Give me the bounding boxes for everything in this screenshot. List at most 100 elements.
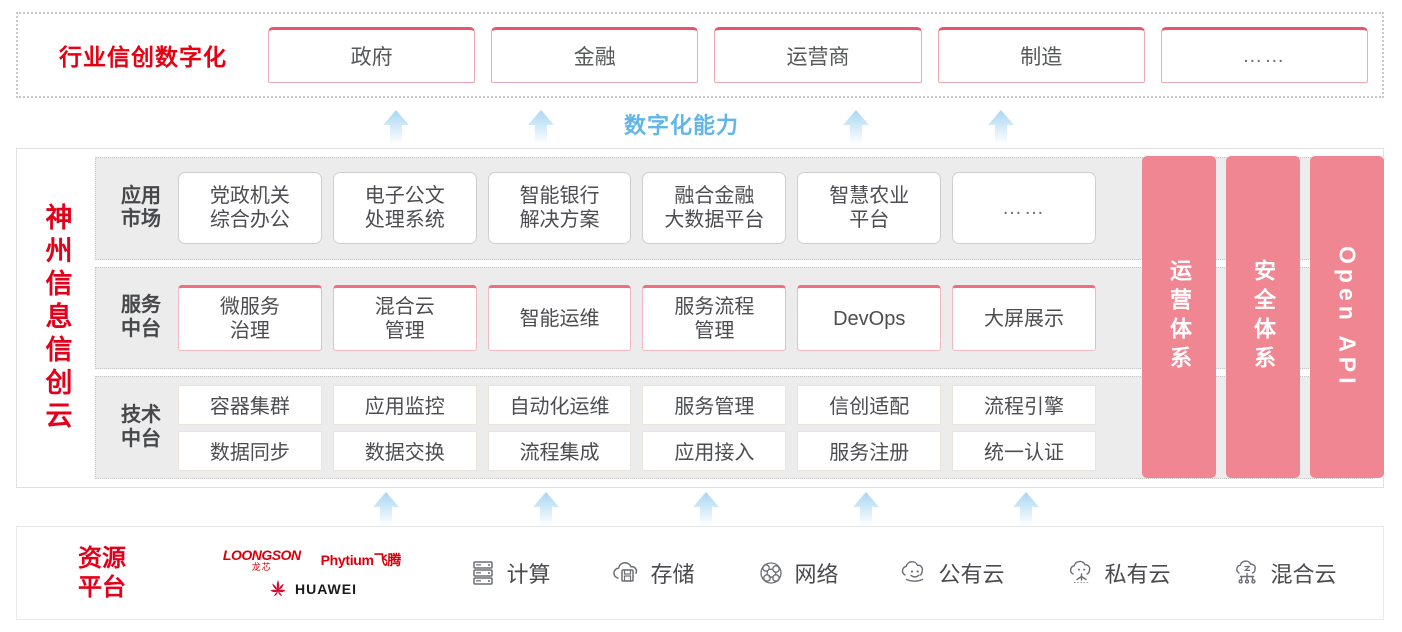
tech-card-process-integration[interactable]: 流程集成 <box>487 430 632 471</box>
app-card-fintech-bigdata[interactable]: 融合金融大数据平台 <box>642 172 787 245</box>
phytium-logo-text: Phytium飞腾 <box>320 551 402 568</box>
industry-card-finance[interactable]: 金融 <box>491 27 699 83</box>
card-line1: 电子公文 <box>364 185 445 208</box>
service-card-aiops[interactable]: 智能运维 <box>487 285 632 351</box>
resource-title: 资源 平台 <box>17 544 187 603</box>
card-label: 统一认证 <box>984 442 1065 465</box>
up-arrow-icon <box>980 108 1022 146</box>
card-line2: 管理 <box>384 320 425 342</box>
up-arrow-icon <box>1005 490 1047 528</box>
app-card-list: 党政机关综合办公 电子公文处理系统 智能银行解决方案 融合金融大数据平台 智慧农… <box>178 172 1364 245</box>
up-arrow-icon <box>520 108 562 146</box>
tech-card-app-access[interactable]: 应用接入 <box>642 430 787 471</box>
loongson-logo: LOONGSON 龙芯 <box>223 548 301 572</box>
resource-item-storage[interactable]: 存储 <box>611 557 695 589</box>
pillar-group: 运营体系 安全体系 Open API <box>1142 156 1384 478</box>
pillar-label: 运营体系 <box>1167 259 1192 375</box>
app-card-edoc-system[interactable]: 电子公文处理系统 <box>332 172 477 245</box>
app-card-gov-office[interactable]: 党政机关综合办公 <box>178 172 322 245</box>
resource-item-label: 计算 <box>506 562 551 587</box>
resource-item-label: 网络 <box>794 562 839 587</box>
tech-card-service-mgmt[interactable]: 服务管理 <box>642 384 787 425</box>
service-card-devops[interactable]: DevOps <box>797 285 942 351</box>
band-label-line2: 中台 <box>121 427 161 450</box>
resource-item-list: 计算 存储 <box>437 557 1383 589</box>
service-card-hybrid-cloud-mgmt[interactable]: 混合云管理 <box>332 285 477 351</box>
industry-card-list: 政府 金融 运营商 制造 …… <box>268 27 1382 83</box>
card-line1: 混合云 <box>374 296 435 318</box>
resource-item-public-cloud[interactable]: 公有云 <box>899 557 1005 589</box>
private-cloud-icon <box>1070 560 1091 583</box>
up-arrow-icon <box>525 490 567 528</box>
band-tech-platform: 技术 中台 容器集群 应用监控 自动化运维 服务管理 信创适配 流程引擎 数据同… <box>95 376 1373 480</box>
vendor-logo-row-1: LOONGSON 龙芯 Phytium飞腾 <box>223 548 402 572</box>
vendor-logo-group: LOONGSON 龙芯 Phytium飞腾 HUAWEI <box>187 548 437 599</box>
tech-card-app-monitoring[interactable]: 应用监控 <box>332 384 477 425</box>
industry-card-label: 制造 <box>1020 46 1063 69</box>
industry-card-label: 运营商 <box>786 46 850 69</box>
tech-card-process-engine[interactable]: 流程引擎 <box>952 384 1096 425</box>
tech-card-container-cluster[interactable]: 容器集群 <box>178 384 322 425</box>
phytium-logo: Phytium飞腾 <box>321 550 402 570</box>
arrow-strip-upper <box>16 104 1384 146</box>
resource-item-network[interactable]: 网络 <box>755 557 839 589</box>
card-line2: 平台 <box>849 209 890 232</box>
card-line1: 服务流程 <box>674 296 755 318</box>
industry-card-manufacturing[interactable]: 制造 <box>937 27 1145 83</box>
industry-card-label: 政府 <box>350 46 393 69</box>
up-arrow-icon <box>685 490 727 528</box>
huawei-flower-icon <box>270 579 286 596</box>
service-card-list: 微服务治理 混合云管理 智能运维 服务流程管理 DevOps <box>178 285 1364 351</box>
card-line1: 智能银行 <box>519 185 600 208</box>
band-label-app-market: 应用 市场 <box>104 185 178 232</box>
pillar-open-api[interactable]: Open API <box>1310 156 1384 478</box>
industry-card-label: 金融 <box>573 46 616 69</box>
band-label-line2: 市场 <box>121 208 161 231</box>
industry-band: 行业信创数字化 政府 金融 运营商 制造 …… <box>16 12 1384 98</box>
tech-card-row-2: 数据同步 数据交换 流程集成 应用接入 服务注册 统一认证 <box>178 430 1096 471</box>
resource-title-line2: 平台 <box>78 574 126 601</box>
pillar-security-system[interactable]: 安全体系 <box>1226 156 1300 478</box>
service-card-process-mgmt[interactable]: 服务流程管理 <box>642 285 787 351</box>
industry-card-more[interactable]: …… <box>1160 27 1369 83</box>
industry-card-label: …… <box>1242 44 1287 67</box>
card-line2: 综合办公 <box>209 209 290 232</box>
capability-label: 数字化能力 <box>624 113 740 138</box>
tech-card-xc-adaptation[interactable]: 信创适配 <box>797 384 942 425</box>
industry-title: 行业信创数字化 <box>59 44 227 70</box>
card-line1: 微服务 <box>219 296 280 318</box>
industry-card-government[interactable]: 政府 <box>268 27 476 83</box>
pillar-label: Open API <box>1334 245 1361 389</box>
card-line1: 党政机关 <box>209 185 290 208</box>
tech-card-automation-ops[interactable]: 自动化运维 <box>487 384 632 425</box>
card-line1: 大屏展示 <box>984 308 1065 330</box>
app-card-more[interactable]: …… <box>952 172 1096 245</box>
app-card-smart-agriculture[interactable]: 智慧农业平台 <box>797 172 942 245</box>
resource-item-hybrid-cloud[interactable]: 混合云 <box>1231 557 1337 589</box>
loongson-logo-text: LOONGSON <box>222 546 301 563</box>
tech-card-grid: 容器集群 应用监控 自动化运维 服务管理 信创适配 流程引擎 数据同步 数据交换… <box>178 384 1364 471</box>
pillar-operations-system[interactable]: 运营体系 <box>1142 156 1216 478</box>
tech-card-unified-auth[interactable]: 统一认证 <box>952 430 1096 471</box>
resource-item-private-cloud[interactable]: 私有云 <box>1065 557 1171 589</box>
arrow-strip-lower <box>16 488 1384 528</box>
service-card-microservice-governance[interactable]: 微服务治理 <box>178 285 322 351</box>
up-arrow-icon <box>365 490 407 528</box>
resource-item-compute[interactable]: 计算 <box>467 557 551 589</box>
resource-title-line1: 资源 <box>78 544 126 572</box>
up-arrow-icon <box>845 490 887 528</box>
tech-card-data-sync[interactable]: 数据同步 <box>178 430 322 471</box>
card-line1: 智能运维 <box>519 308 600 330</box>
service-card-dashboard[interactable]: 大屏展示 <box>952 285 1096 351</box>
server-rack-icon <box>473 561 494 585</box>
industry-card-operator[interactable]: 运营商 <box>714 27 922 83</box>
card-label: 服务管理 <box>674 396 755 419</box>
card-label: 应用接入 <box>674 442 755 465</box>
tech-card-data-exchange[interactable]: 数据交换 <box>332 430 477 471</box>
app-card-smart-bank[interactable]: 智能银行解决方案 <box>487 172 632 245</box>
card-line1: 融合金融 <box>674 185 755 208</box>
huawei-logo: HUAWEI <box>267 579 357 599</box>
tech-card-service-registry[interactable]: 服务注册 <box>797 430 942 471</box>
card-line1: 智慧农业 <box>829 185 910 208</box>
